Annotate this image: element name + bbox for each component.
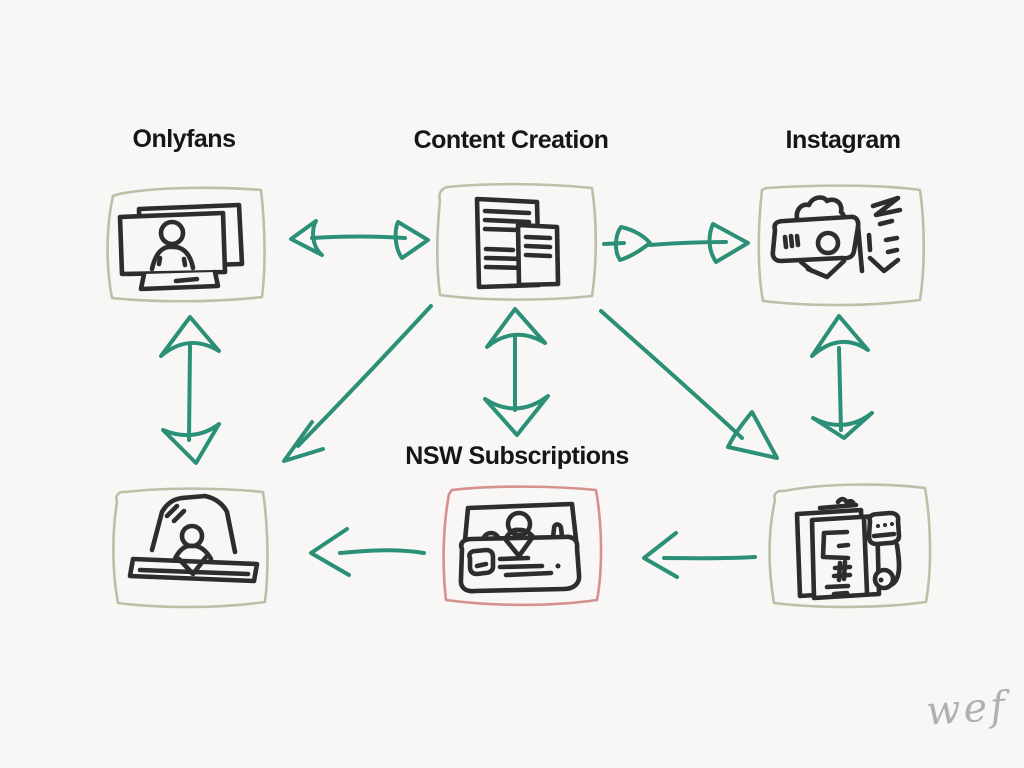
documents-icon	[474, 196, 561, 290]
nsw-subscriptions-box	[442, 485, 603, 607]
instagram-label: Instagram	[786, 126, 901, 154]
arrow-nsw-bottomleft-forward	[309, 527, 426, 577]
arrow-onlyfans-bottomleft-bidirectional	[159, 315, 221, 465]
node-content-creation: Content Creation	[414, 126, 609, 301]
stacked-cards-device-icon	[794, 496, 902, 601]
onlyfans-label: Onlyfans	[133, 125, 236, 153]
edges-layer	[159, 219, 874, 579]
content-creation-box	[436, 182, 598, 301]
node-instagram: Instagram	[757, 126, 926, 307]
node-bottom-right	[768, 483, 932, 609]
monitor-person-icon	[117, 202, 245, 292]
arrow-content-instagram-forward	[602, 222, 750, 264]
megaphone-person-icon	[770, 195, 903, 280]
person-at-desk-icon	[127, 493, 260, 584]
arrow-content-bottomleft-forward	[282, 304, 433, 463]
signature-watermark: wef	[925, 683, 1013, 735]
bottom-right-box	[768, 483, 932, 609]
node-bottom-left	[112, 487, 269, 609]
onlyfans-box	[106, 186, 266, 303]
arrow-instagram-bottomright-bidirectional	[810, 314, 874, 440]
arrow-content-nsw-bidirectional	[483, 307, 550, 437]
arrow-bottomright-nsw-forward	[642, 531, 757, 579]
people-workspace-icon	[458, 501, 582, 594]
arrow-content-bottomright-forward	[599, 309, 779, 460]
content-creation-label: Content Creation	[414, 126, 609, 154]
nsw-subscriptions-label: NSW Subscriptions	[405, 442, 628, 470]
bottom-left-box	[112, 487, 269, 609]
arrow-onlyfans-content-bidirectional	[289, 219, 430, 260]
instagram-box	[757, 184, 926, 307]
node-nsw-subscriptions: NSW Subscriptions	[405, 442, 629, 607]
node-onlyfans: Onlyfans	[106, 125, 266, 303]
